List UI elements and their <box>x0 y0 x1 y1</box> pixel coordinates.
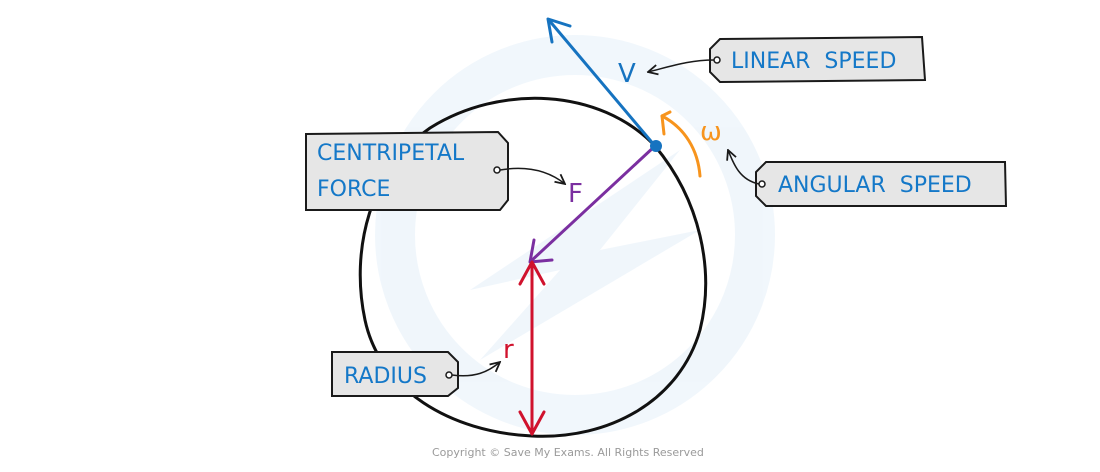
centripetal-label-line2: FORCE <box>317 177 390 202</box>
linear-speed-tag: LINEAR SPEED <box>648 35 927 84</box>
angular-speed-tag: ANGULAR SPEED <box>728 150 1008 207</box>
radius-symbol: r <box>503 335 514 365</box>
centripetal-label-line1: CENTRIPETAL <box>317 141 465 166</box>
force-symbol: F <box>568 179 583 209</box>
object-point <box>650 140 662 152</box>
angular-speed-label: ANGULAR SPEED <box>778 173 972 198</box>
angular-symbol: ω <box>700 117 722 147</box>
centripetal-force-vector <box>528 144 657 264</box>
centripetal-pointer <box>499 167 565 184</box>
radius-label: RADIUS <box>344 364 427 389</box>
watermark-logo <box>375 35 775 435</box>
velocity-vector <box>546 17 657 147</box>
centripetal-force-tag: CENTRIPETAL FORCE <box>305 130 565 211</box>
linear-speed-pointer <box>648 59 715 72</box>
angular-speed-arrow <box>660 110 702 178</box>
radius-tag: RADIUS <box>331 351 500 397</box>
angular-speed-pointer <box>728 150 760 185</box>
linear-speed-label: LINEAR SPEED <box>731 49 896 74</box>
radius-pointer <box>451 362 500 377</box>
radius-arrow <box>518 260 546 436</box>
velocity-symbol: V <box>618 59 636 89</box>
copyright-text: Copyright © Save My Exams. All Rights Re… <box>432 446 704 459</box>
